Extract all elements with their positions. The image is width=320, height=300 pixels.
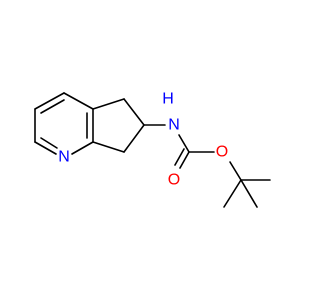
bond-tert-c-methyl-2 — [223, 179, 242, 208]
bond-c3-c4 — [34, 92, 65, 110]
bonds — [34, 92, 271, 208]
bond-n1-c2-inner — [40, 137, 58, 149]
bond-nh-carbonyl-c — [178, 134, 190, 153]
atom-labels: N H N O O — [58, 91, 228, 189]
amine-hydrogen-label: H — [162, 91, 174, 108]
bond-c4a-c5 — [92, 98, 125, 110]
bond-ester-o-tert-c — [229, 161, 242, 181]
bond-carbonyl-c-o-1 — [179, 151, 190, 169]
pyridine-nitrogen-label: N — [58, 149, 70, 166]
carbonyl-oxygen-label: O — [168, 172, 180, 189]
bond-c5-c6 — [123, 98, 145, 126]
bond-carbonyl-c-o-2 — [174, 148, 185, 166]
bond-c6-c7 — [123, 124, 145, 153]
bond-c7-c7a — [92, 141, 125, 153]
molecule-structure: N H N O O — [34, 91, 271, 208]
bond-c4-c4a — [63, 92, 94, 110]
ester-oxygen-label: O — [216, 144, 228, 161]
bond-c7a-n1 — [71, 141, 94, 155]
bond-tert-c-methyl-3 — [240, 179, 258, 208]
bond-c3-c4-inner — [40, 99, 65, 114]
amine-nitrogen-label: N — [168, 117, 180, 134]
bond-n1-c2 — [34, 141, 57, 155]
